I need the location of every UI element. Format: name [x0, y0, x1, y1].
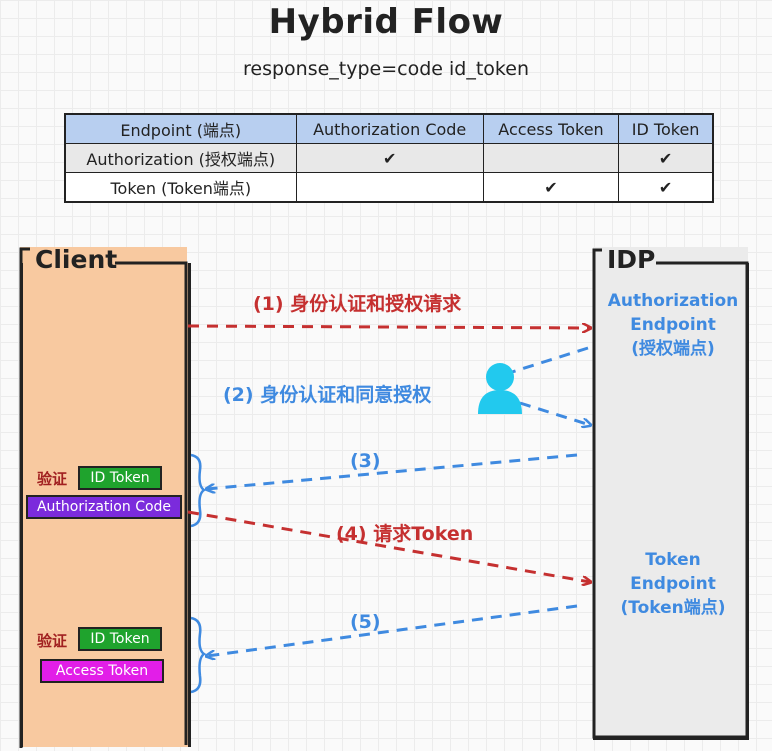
- authorization-endpoint-line-1: Authorization: [607, 291, 739, 311]
- table-row: Authorization (授权端点) ✔ ✔: [64, 143, 714, 173]
- table-cell-authorization-code: [295, 172, 484, 203]
- idp-lane: [593, 263, 749, 740]
- authorization-endpoint: Authorization Endpoint (授权端点): [600, 289, 746, 361]
- step-4-label: (4) 请求Token: [336, 523, 474, 545]
- step-3-label: (3): [350, 450, 381, 472]
- id-token-badge-1: ID Token: [78, 466, 162, 490]
- user-icon: [478, 363, 522, 414]
- verify-label-1: 验证: [37, 470, 68, 488]
- subtitle: response_type=code id_token: [243, 58, 529, 80]
- table-cell-endpoint: Token (Token端点): [64, 172, 297, 203]
- step-1-label: (1) 身份认证和授权请求: [253, 293, 462, 315]
- token-endpoint-line-1: Token: [645, 550, 701, 570]
- table-row: Token (Token端点) ✔ ✔: [64, 172, 714, 203]
- client-lane-title: Client: [35, 245, 118, 274]
- verify-label-2: 验证: [37, 632, 68, 650]
- table-cell-id-token: ✔: [618, 143, 714, 173]
- idp-lane-frame: [592, 248, 749, 739]
- authorization-endpoint-line-3: (授权端点): [631, 339, 715, 359]
- table-cell-access-token: [482, 143, 620, 173]
- table-cell-authorization-code: ✔: [295, 143, 484, 173]
- authorization-endpoint-line-2: Endpoint: [630, 315, 716, 335]
- arrow-step-2-in: [511, 346, 589, 374]
- token-endpoint: Token Endpoint (Token端点): [600, 548, 746, 620]
- brace-step-3: [190, 453, 207, 528]
- client-lane-frame: [19, 247, 188, 748]
- brace-step-5: [190, 616, 207, 694]
- table-header-id-token: ID Token: [618, 113, 714, 144]
- endpoint-token-table: Endpoint (端点) Authorization Code Access …: [64, 113, 714, 203]
- page-title: Hybrid Flow: [268, 2, 504, 42]
- id-token-badge-2: ID Token: [78, 627, 162, 651]
- step-5-label: (5): [350, 611, 381, 633]
- access-token-badge: Access Token: [40, 659, 164, 683]
- table-header-authorization-code: Authorization Code: [295, 113, 484, 144]
- table-header-endpoint: Endpoint (端点): [64, 113, 297, 144]
- table-cell-access-token: ✔: [482, 172, 620, 203]
- table-cell-endpoint: Authorization (授权端点): [64, 143, 297, 173]
- authorization-code-badge: Authorization Code: [26, 495, 182, 519]
- table-cell-id-token: ✔: [618, 172, 714, 203]
- table-header-access-token: Access Token: [482, 113, 620, 144]
- idp-lane-title: IDP: [607, 245, 656, 274]
- token-endpoint-line-3: (Token端点): [620, 598, 726, 618]
- arrow-step-2-out: [519, 401, 590, 425]
- step-2-label: (2) 身份认证和同意授权: [223, 384, 432, 406]
- arrow-step-5: [207, 604, 578, 656]
- arrow-step-3: [207, 453, 578, 489]
- table-header-row: Endpoint (端点) Authorization Code Access …: [64, 113, 714, 144]
- token-endpoint-line-2: Endpoint: [630, 574, 716, 594]
- arrow-step-1: [187, 326, 590, 328]
